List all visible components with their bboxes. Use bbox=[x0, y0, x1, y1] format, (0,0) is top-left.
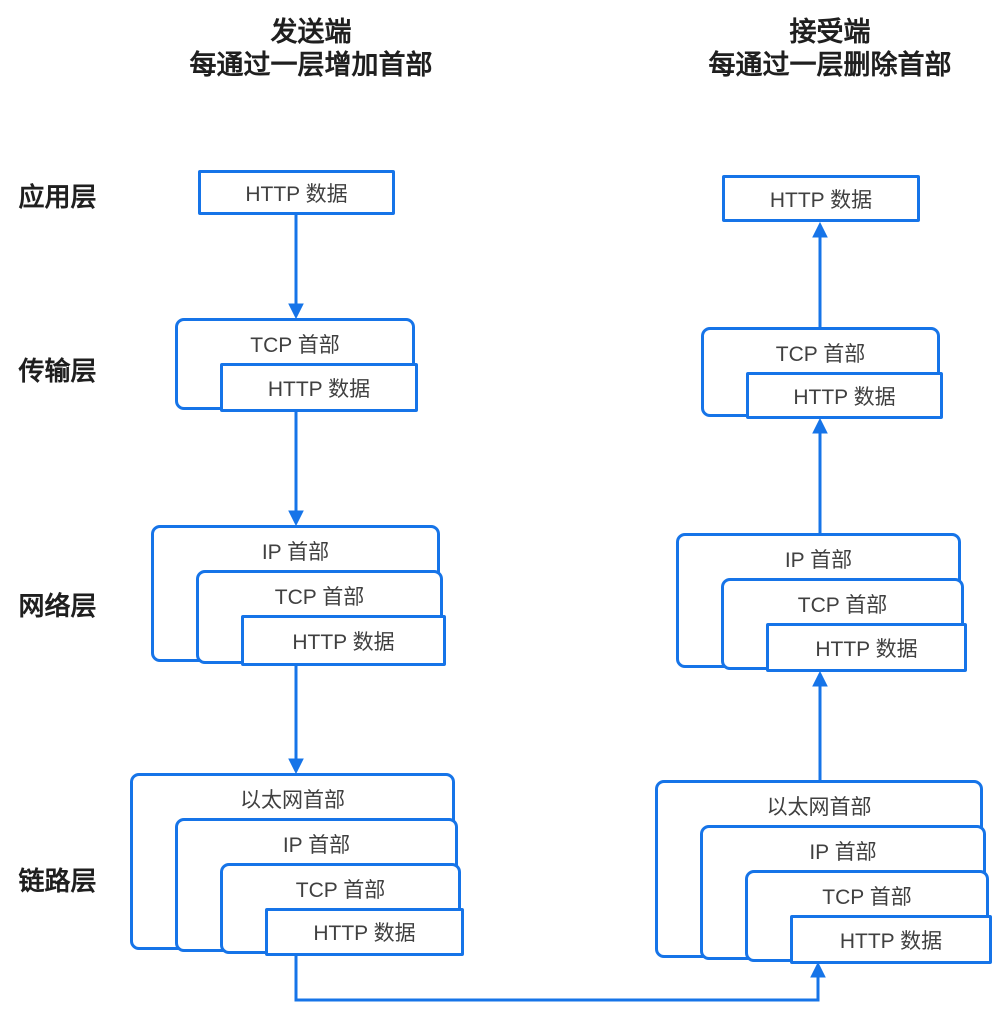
arrowhead-sender-app-to-transport bbox=[288, 303, 304, 320]
box-label: HTTP 数据 bbox=[313, 922, 416, 945]
receiver-network-http-data-box: HTTP 数据 bbox=[766, 623, 967, 672]
sender-title-line2: 每通过一层增加首部 bbox=[189, 50, 433, 80]
sender-link-http-data-box: HTTP 数据 bbox=[265, 908, 464, 956]
box-label: HTTP 数据 bbox=[245, 182, 348, 206]
arrowhead-sender-network-to-link bbox=[288, 758, 304, 775]
bottom-transmission-connector bbox=[294, 956, 826, 1002]
box-label: HTTP 数据 bbox=[292, 630, 395, 654]
layer-label-network: 网络层 bbox=[18, 591, 97, 621]
transmission-line bbox=[294, 956, 820, 1002]
receiver-title-line1: 接受端 bbox=[789, 17, 871, 47]
box-label: IP 首部 bbox=[261, 540, 330, 564]
sender-network-http-data-box: HTTP 数据 bbox=[241, 615, 446, 666]
box-label: TCP 首部 bbox=[274, 585, 365, 609]
box-label: TCP 首部 bbox=[250, 333, 340, 357]
box-label: HTTP 数据 bbox=[267, 377, 371, 401]
arrowhead-receiver-network-to-transport bbox=[812, 417, 828, 434]
box-label: IP 首部 bbox=[282, 833, 351, 857]
box-label: 以太网首部 bbox=[240, 788, 345, 812]
receiver-link-http-data-box: HTTP 数据 bbox=[790, 915, 992, 964]
arrowhead-transmission-to-receiver-link bbox=[810, 961, 826, 978]
sender-title-line1: 发送端 bbox=[270, 17, 352, 47]
box-label: TCP 首部 bbox=[822, 885, 912, 909]
receiver-application-http-data-box: HTTP 数据 bbox=[722, 175, 920, 222]
box-label: TCP 首部 bbox=[797, 593, 888, 617]
box-label: IP 首部 bbox=[784, 548, 853, 572]
box-label: HTTP 数据 bbox=[793, 385, 896, 409]
box-label: HTTP 数据 bbox=[815, 637, 918, 661]
box-label: 以太网首部 bbox=[766, 795, 872, 819]
layer-label-transport: 传输层 bbox=[18, 356, 97, 386]
box-label: HTTP 数据 bbox=[839, 929, 943, 953]
box-label: TCP 首部 bbox=[775, 342, 866, 366]
layer-label-application: 应用层 bbox=[18, 182, 97, 212]
arrowhead-receiver-transport-to-app bbox=[812, 221, 828, 238]
receiver-up-arrows bbox=[812, 221, 828, 780]
layer-label-link: 链路层 bbox=[18, 866, 97, 896]
sender-title: 发送端 每通过一层增加首部 bbox=[131, 16, 491, 82]
sender-application-http-data-box: HTTP 数据 bbox=[198, 170, 395, 215]
sender-down-arrows bbox=[288, 215, 304, 775]
box-label: TCP 首部 bbox=[295, 878, 386, 902]
arrowhead-receiver-link-to-network bbox=[812, 670, 828, 687]
box-label: IP 首部 bbox=[809, 840, 877, 864]
sender-transport-http-data-box: HTTP 数据 bbox=[220, 363, 418, 412]
arrowhead-sender-transport-to-network bbox=[288, 510, 304, 527]
receiver-transport-http-data-box: HTTP 数据 bbox=[746, 372, 943, 419]
box-label: HTTP 数据 bbox=[769, 188, 873, 212]
receiver-title-line2: 每通过一层删除首部 bbox=[708, 50, 952, 80]
receiver-title: 接受端 每通过一层删除首部 bbox=[650, 16, 1007, 82]
